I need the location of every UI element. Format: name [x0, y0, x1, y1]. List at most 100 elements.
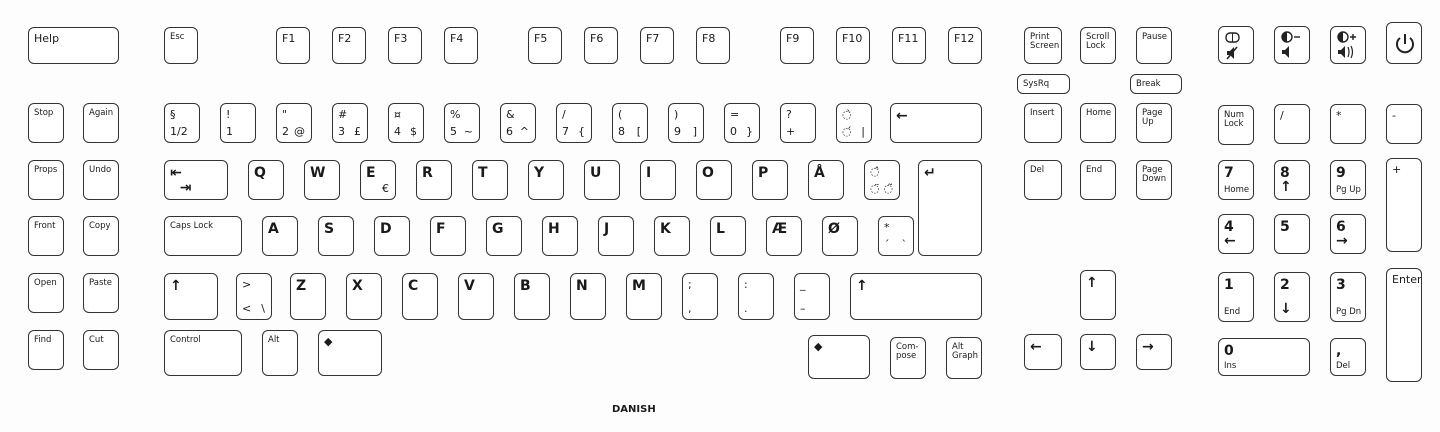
key-down[interactable]: ↓	[1069, 325, 1127, 379]
key-again[interactable]: Again	[72, 94, 130, 152]
key-k1[interactable]: !1	[209, 94, 267, 152]
key-f12[interactable]: F12	[937, 18, 993, 73]
key-e[interactable]: E€	[349, 151, 407, 209]
key-k2[interactable]: "2@	[265, 94, 323, 152]
key-power[interactable]	[1375, 13, 1433, 73]
key-f2[interactable]: F2	[321, 18, 377, 73]
key-kp2[interactable]: 2↓	[1263, 263, 1321, 331]
key-f1[interactable]: F1	[265, 18, 321, 73]
key-brk[interactable]: Break	[1119, 65, 1193, 103]
key-scrolllock[interactable]: Scroll Lock	[1069, 18, 1127, 73]
key-period[interactable]: :.	[727, 264, 785, 329]
key-up[interactable]: ↑	[1069, 261, 1127, 329]
key-p[interactable]: P	[741, 151, 799, 209]
key-find[interactable]: Find	[17, 321, 75, 379]
key-f11[interactable]: F11	[881, 18, 937, 73]
key-paste[interactable]: Paste	[72, 264, 130, 322]
key-b[interactable]: B	[503, 264, 561, 329]
key-v[interactable]: V	[447, 264, 505, 329]
key-kp5[interactable]: 5	[1263, 205, 1321, 263]
key-stop[interactable]: Stop	[17, 94, 75, 152]
key-q[interactable]: Q	[237, 151, 295, 209]
key-esc[interactable]: Esc	[153, 18, 209, 73]
key-f7[interactable]: F7	[629, 18, 685, 73]
key-kpmul[interactable]: *	[1319, 95, 1377, 153]
key-k4[interactable]: ¤4$	[377, 94, 435, 152]
key-f3[interactable]: F3	[377, 18, 433, 73]
key-f9[interactable]: F9	[769, 18, 825, 73]
key-comma[interactable]: ;,	[671, 264, 729, 329]
key-f5[interactable]: F5	[517, 18, 573, 73]
key-lshift[interactable]: ↑	[153, 264, 229, 329]
key-printscreen[interactable]: Print Screen	[1013, 18, 1073, 73]
key-t[interactable]: T	[461, 151, 519, 209]
key-end[interactable]: End	[1069, 151, 1127, 209]
key-less[interactable]: ><\	[225, 264, 283, 329]
key-a[interactable]: A	[251, 207, 309, 265]
key-m[interactable]: M	[615, 264, 673, 329]
key-diaeresis[interactable]: ◌̂◌̈◌̃	[853, 151, 911, 209]
key-pageup[interactable]: Page Up	[1125, 94, 1183, 152]
key-props[interactable]: Props	[17, 151, 75, 209]
key-rshift[interactable]: ↑	[839, 264, 993, 329]
key-y[interactable]: Y	[517, 151, 575, 209]
key-c[interactable]: C	[391, 264, 449, 329]
key-voldown[interactable]	[1263, 17, 1321, 73]
key-minus[interactable]: _–	[783, 264, 841, 329]
key-r[interactable]: R	[405, 151, 463, 209]
key-o[interactable]: O	[685, 151, 743, 209]
key-open[interactable]: Open	[17, 264, 75, 322]
key-f[interactable]: F	[419, 207, 477, 265]
key-k5[interactable]: %5~	[433, 94, 491, 152]
key-kp6[interactable]: 6→	[1319, 205, 1377, 263]
key-k[interactable]: K	[643, 207, 701, 265]
key-h[interactable]: H	[531, 207, 589, 265]
key-cut[interactable]: Cut	[72, 321, 130, 379]
key-oslash[interactable]: Ø	[811, 207, 869, 265]
key-plus[interactable]: ?+	[769, 94, 827, 152]
key-d[interactable]: D	[363, 207, 421, 265]
key-n[interactable]: N	[559, 264, 617, 329]
key-f10[interactable]: F10	[825, 18, 881, 73]
key-kpenter[interactable]: Enter	[1375, 259, 1433, 391]
key-numlock[interactable]: Num Lock	[1207, 96, 1265, 154]
key-kpdel[interactable]: ,Del	[1319, 329, 1377, 385]
key-s[interactable]: S	[307, 207, 365, 265]
key-pause[interactable]: Pause	[1125, 18, 1183, 73]
key-section[interactable]: §1/2	[153, 94, 211, 152]
key-del[interactable]: Del	[1013, 151, 1073, 209]
key-i[interactable]: I	[629, 151, 687, 209]
key-f8[interactable]: F8	[685, 18, 741, 73]
key-ae[interactable]: Æ	[755, 207, 813, 265]
key-sysrq[interactable]: SysRq	[1006, 65, 1081, 103]
key-k7[interactable]: /7{	[545, 94, 603, 152]
key-w[interactable]: W	[293, 151, 351, 209]
key-g[interactable]: G	[475, 207, 533, 265]
key-undo[interactable]: Undo	[72, 151, 130, 209]
key-left[interactable]: ←	[1013, 325, 1073, 379]
key-j[interactable]: J	[587, 207, 645, 265]
key-k0[interactable]: =0}	[713, 94, 771, 152]
key-insert[interactable]: Insert	[1013, 94, 1073, 152]
key-kp4[interactable]: 4←	[1207, 205, 1265, 263]
key-mute[interactable]	[1207, 17, 1265, 73]
key-f4[interactable]: F4	[433, 18, 489, 73]
key-accent[interactable]: ◌̀◌́|	[825, 94, 883, 152]
key-kp8[interactable]: 8↑	[1263, 151, 1321, 209]
key-control[interactable]: Control	[153, 321, 253, 385]
key-aring[interactable]: Å	[797, 151, 855, 209]
key-capslock[interactable]: Caps Lock	[153, 207, 253, 265]
key-apos[interactable]: *´`	[867, 207, 925, 265]
key-alt[interactable]: Alt	[251, 321, 309, 385]
key-kpplus[interactable]: +	[1375, 149, 1433, 261]
key-altgraph[interactable]: Alt Graph	[935, 328, 993, 388]
key-front[interactable]: Front	[17, 207, 75, 265]
key-u[interactable]: U	[573, 151, 631, 209]
key-kpminus[interactable]: -	[1375, 95, 1433, 153]
key-tab[interactable]: ⇤ ⇥	[153, 151, 239, 209]
